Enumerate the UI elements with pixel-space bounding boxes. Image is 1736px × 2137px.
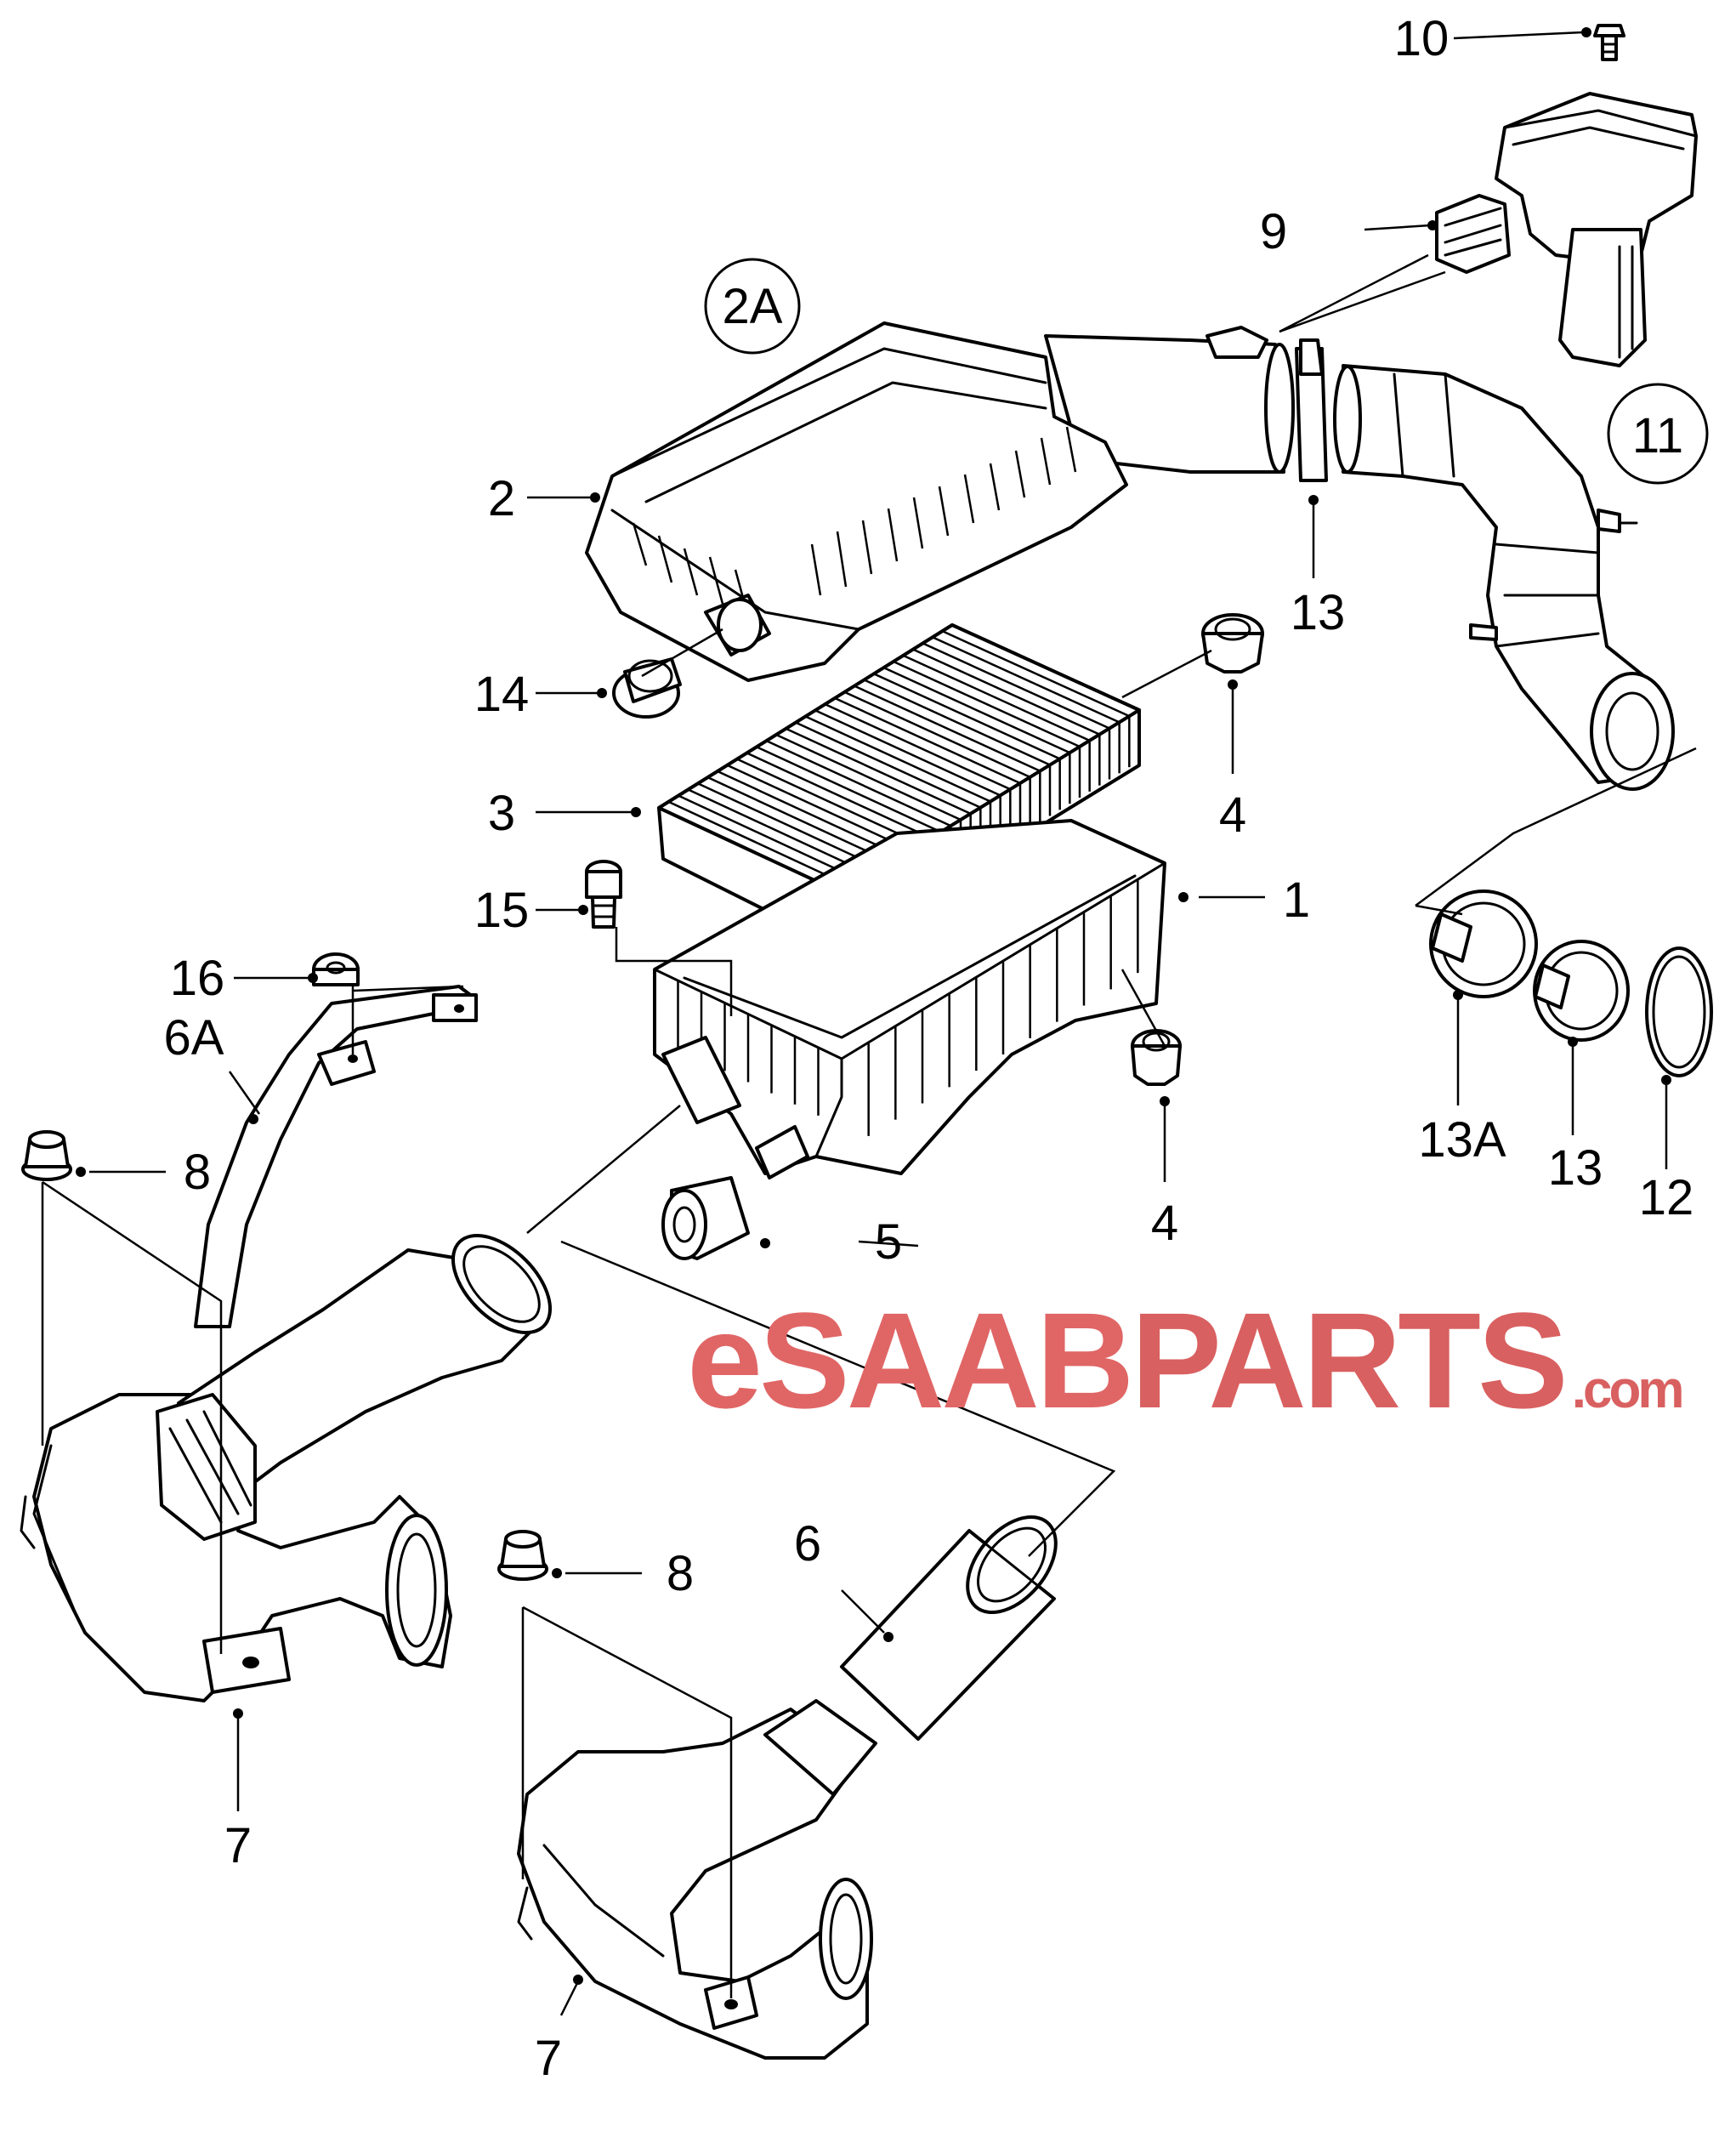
filter-pleat	[922, 642, 1110, 730]
filter-pleat	[785, 727, 972, 815]
part-16-nut	[312, 952, 360, 986]
leader-dots	[76, 27, 1671, 1985]
filter-pleat	[912, 648, 1100, 736]
svg-text:eSAABPARTS.com: eSAABPARTS.com	[687, 1284, 1682, 1436]
callout-2a-circle	[704, 258, 801, 355]
callout-9: 9	[1260, 204, 1287, 259]
filter-pleat	[854, 685, 1041, 772]
filter-pleat	[843, 691, 1031, 778]
part-10-screw	[1593, 24, 1625, 61]
callout-6a: 6A	[164, 1010, 224, 1066]
callout-4-lower: 4	[1151, 1196, 1178, 1251]
filter-pleat	[834, 696, 1021, 785]
watermark-com: .com	[1572, 1361, 1682, 1419]
part-12-o-ring	[1645, 946, 1713, 1077]
callout-4-upper: 4	[1219, 787, 1246, 843]
callout-15: 15	[474, 883, 530, 938]
part-15-screw	[585, 860, 622, 929]
filter-pleat	[667, 800, 853, 888]
part-9-mass-airflow-sensor	[1435, 92, 1698, 367]
filter-pleat	[814, 709, 1001, 797]
part-6-sleeve	[840, 1515, 1058, 1741]
filter-pleat	[941, 630, 1130, 718]
callout-12: 12	[1639, 1170, 1694, 1225]
part-8-flange-nut-bottom	[497, 1530, 548, 1581]
filter-pleat	[882, 667, 1070, 754]
part-5-sleeve	[661, 1176, 750, 1260]
callout-16: 16	[170, 951, 225, 1006]
part-7-connector-tube-left	[156, 1233, 553, 1541]
callout-6: 6	[794, 1516, 821, 1571]
callout-14: 14	[474, 667, 530, 722]
filter-pleat	[775, 733, 962, 821]
callout-13a: 13A	[1418, 1112, 1506, 1168]
callout-2: 2	[488, 471, 515, 526]
part-4-grommet-upper	[1201, 613, 1264, 673]
callout-8-bottom: 8	[667, 1546, 694, 1601]
filter-pleat	[863, 679, 1051, 766]
filter-pleat	[717, 770, 902, 858]
part-1-air-cleaner-housing	[653, 819, 1166, 1179]
filter-pleat	[726, 764, 912, 851]
filter-pleat	[932, 636, 1120, 724]
filter-pleat	[873, 673, 1061, 760]
callout-7-bottom: 7	[535, 2031, 562, 2086]
part-3-air-filter-element	[657, 623, 1141, 950]
filter-pleat	[756, 746, 942, 833]
callout-1: 1	[1283, 872, 1310, 928]
filter-pleat	[697, 782, 882, 870]
callout-13-upper: 13	[1291, 585, 1346, 640]
part-13-clamp-upper	[1295, 338, 1328, 482]
filter-pleat	[765, 740, 951, 827]
callout-11: 11	[1632, 408, 1683, 463]
watermark-parts: PARTS	[1131, 1284, 1564, 1436]
filter-pleat	[678, 794, 862, 882]
part-2-air-cleaner-cover	[585, 321, 1295, 682]
part-14-plug	[612, 657, 682, 719]
esaabparts-watermark: eSAABPARTS.com	[687, 1284, 1685, 1436]
part-13-hose-clamp	[1533, 940, 1630, 1042]
part-6a-bracket	[194, 985, 478, 1328]
filter-pleat	[706, 776, 892, 864]
part-13a-hose-clamp	[1429, 889, 1538, 998]
filter-pleat	[736, 758, 922, 845]
filter-pleat	[902, 654, 1091, 742]
callout-3: 3	[488, 786, 515, 841]
part-4-grommet-lower	[1131, 1029, 1182, 1086]
part-7-intake-duct-bottom	[517, 1699, 877, 2060]
watermark-esaab: eSAAB	[687, 1284, 1131, 1436]
filter-pleat	[746, 752, 932, 839]
filter-pleat	[795, 721, 981, 809]
filter-pleat	[687, 788, 872, 876]
callout-11-circle	[1607, 383, 1709, 485]
leader-lines	[41, 31, 1697, 2016]
filter-pleat	[804, 715, 991, 803]
callout-7-left: 7	[224, 1818, 252, 1873]
callout-5: 5	[875, 1214, 902, 1270]
callout-8-left: 8	[184, 1145, 211, 1200]
callout-10: 10	[1394, 11, 1450, 66]
filter-pleat	[824, 703, 1011, 791]
part-8-flange-nut-left	[21, 1130, 72, 1181]
callout-13-lower: 13	[1548, 1140, 1603, 1196]
part-11-intake-hose	[1333, 364, 1675, 791]
filter-pleat	[893, 660, 1081, 748]
callout-labels: 10 9 2A 11 2 13 14 4 3 15 1 16 6A 8 13A …	[164, 11, 1694, 2086]
callout-2a: 2A	[723, 279, 783, 334]
